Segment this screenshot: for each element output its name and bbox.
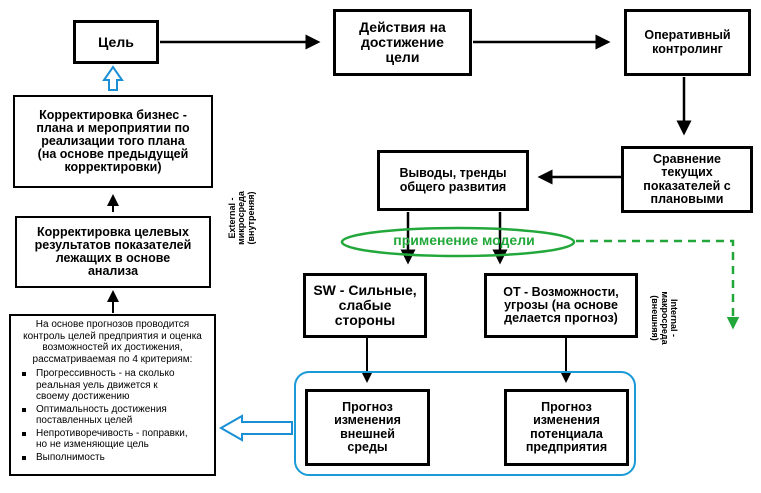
controlling-label: Оперативный контролинг bbox=[644, 28, 731, 56]
model-ellipse bbox=[340, 226, 576, 258]
controlling-box: Оперативный контролинг bbox=[624, 9, 751, 76]
comparison-label: Сравнение текущих показателей с плановым… bbox=[643, 152, 731, 206]
external-label: External - микросреда (внутреняя) bbox=[227, 191, 256, 245]
sw-label: SW - Сильные, слабые стороны bbox=[313, 282, 417, 328]
model-label: применение модели bbox=[393, 232, 535, 248]
goal-label: Цель bbox=[98, 33, 134, 50]
target-results-box: Корректировка целевых результатов показа… bbox=[15, 216, 211, 288]
internal-forecast-box: Прогноз изменения потенциала предприятия bbox=[504, 389, 629, 466]
hollow-arrow-to-goal bbox=[102, 65, 124, 91]
business-plan-box: Корректировка бизнес - плана и мероприят… bbox=[13, 95, 213, 188]
goal-box: Цель bbox=[73, 20, 159, 64]
criteria-item: Оптимальность достижения поставленных це… bbox=[22, 404, 209, 427]
criteria-list: Прогрессивность - на сколько реальная уе… bbox=[16, 368, 209, 463]
criteria-intro: На основе прогнозов проводится контроль … bbox=[23, 319, 202, 365]
criteria-item: Выполнимость bbox=[22, 452, 209, 464]
internal-forecast-label: Прогноз изменения потенциала предприятия bbox=[525, 400, 608, 454]
internal-label: Internal - макросреда (внешняя) bbox=[650, 291, 679, 345]
hollow-arrow-to-criteria bbox=[218, 414, 293, 442]
external-forecast-box: Прогноз изменения внешней среды bbox=[305, 389, 430, 466]
model-dashed-arrow bbox=[576, 239, 740, 330]
comparison-box: Сравнение текущих показателей с плановым… bbox=[621, 146, 753, 213]
actions-box: Действия на достижение цели bbox=[333, 9, 472, 76]
external-forecast-label: Прогноз изменения внешней среды bbox=[334, 400, 401, 454]
sw-box: SW - Сильные, слабые стороны bbox=[303, 273, 427, 338]
forecast-group-border bbox=[294, 371, 636, 476]
target-results-label: Корректировка целевых результатов показа… bbox=[34, 224, 192, 279]
criteria-box: На основе прогнозов проводится контроль … bbox=[9, 314, 216, 476]
criteria-item: Непротиворечивость - поправки, но не изм… bbox=[22, 428, 209, 451]
ot-box: ОТ - Возможности, угрозы (на основе дела… bbox=[484, 273, 638, 338]
conclusions-box: Выводы, тренды общего развития bbox=[377, 150, 529, 211]
actions-label: Действия на достижение цели bbox=[359, 19, 446, 65]
ot-label: ОТ - Возможности, угрозы (на основе дела… bbox=[503, 284, 619, 326]
conclusions-label: Выводы, тренды общего развития bbox=[399, 166, 507, 194]
criteria-item: Прогрессивность - на сколько реальная уе… bbox=[22, 368, 209, 403]
business-plan-label: Корректировка бизнес - плана и мероприят… bbox=[36, 107, 190, 175]
